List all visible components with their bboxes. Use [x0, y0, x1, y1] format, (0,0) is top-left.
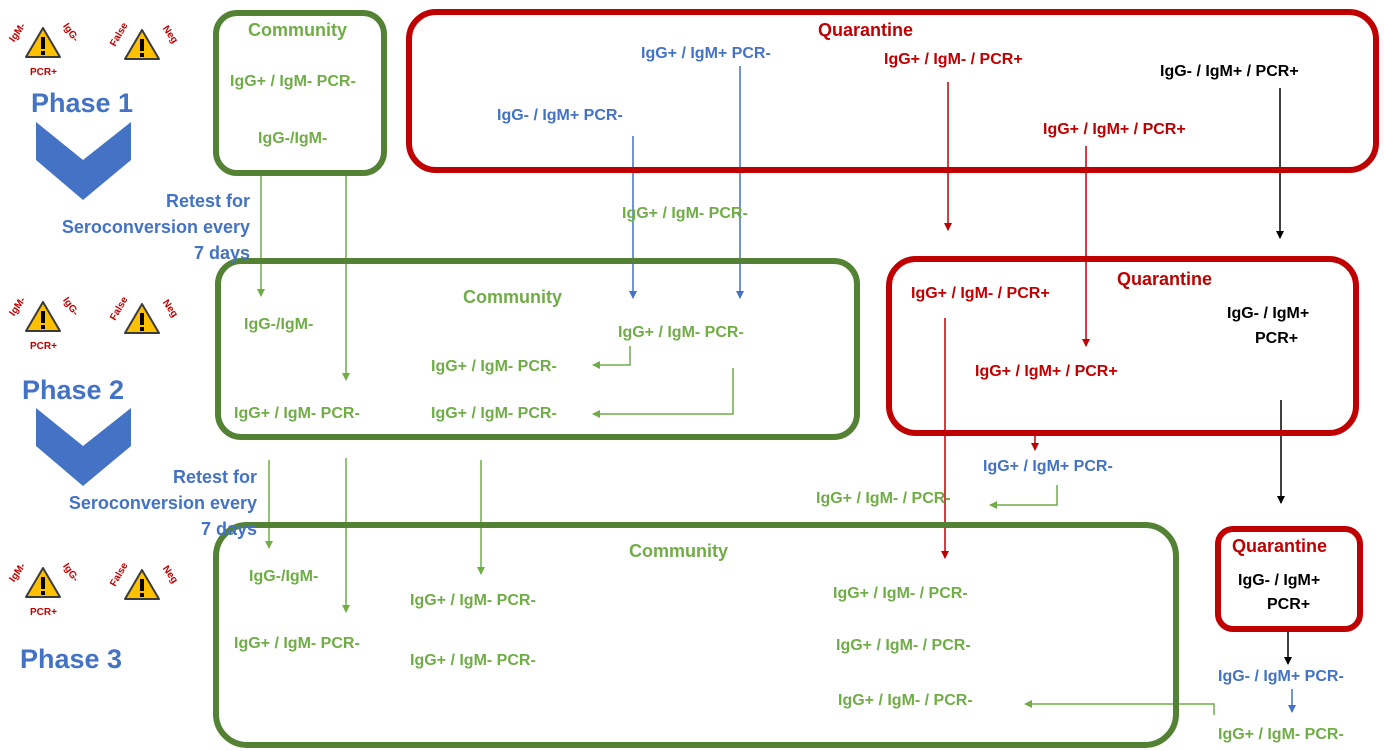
phase1-transition-label: IgG+ / IgM- PCR-	[622, 205, 748, 222]
pcr-pos-label: PCR+	[30, 607, 57, 618]
igg-neg-label: IgG-	[60, 295, 81, 319]
phase3-community-box	[213, 522, 1179, 748]
pcr-pos-label: PCR+	[30, 67, 57, 78]
phase3-quarantine-item: IgG- / IgM+	[1238, 572, 1321, 589]
warning-icon	[25, 301, 61, 332]
pcr-pos-label: PCR+	[30, 341, 57, 352]
retest-line: Retest for	[165, 191, 250, 211]
phase1-quarantine-box	[406, 9, 1379, 173]
phase3-quarantine-box	[1215, 526, 1363, 632]
arrow-p2-blue-return	[989, 485, 1058, 509]
phase3-community-item: IgG+ / IgM- PCR-	[234, 635, 360, 652]
neg-label: Neg	[159, 23, 180, 46]
phase3-quarantine-item: PCR+	[1267, 596, 1311, 613]
igg-neg-label: IgG-	[60, 21, 81, 45]
phase2-community-item: IgG-/IgM-	[244, 316, 314, 333]
phase2-quarantine-item: PCR+	[1255, 330, 1299, 347]
warning-icon	[124, 303, 160, 334]
retest-line: Seroconversion every	[68, 493, 257, 514]
phase3-community-title: Community	[629, 541, 728, 561]
phase1-community-item: IgG-/IgM-	[258, 130, 328, 147]
warning-group-phase3: IgM- IgG- PCR+ False Neg	[7, 560, 184, 622]
warning-icon	[124, 29, 160, 60]
arrow-p2-internal-short	[592, 346, 631, 369]
warning-icon	[124, 569, 160, 600]
phase2-community-box	[215, 258, 860, 440]
phase2-community-item: IgG+ / IgM- PCR-	[431, 405, 557, 422]
chevron-down-icon	[36, 408, 131, 486]
neg-label: Neg	[159, 563, 180, 586]
phase3-transition-blue: IgG- / IgM+ PCR-	[1218, 668, 1344, 685]
phase1-quarantine-item: IgG- / IgM+ / PCR+	[1160, 63, 1299, 80]
phase2-community-item: IgG+ / IgM- PCR-	[431, 358, 557, 375]
phase1-label: Phase 1	[31, 88, 134, 118]
retest-line: 7 days	[193, 243, 250, 264]
retest-note-1: Retest for Seroconversion every 7 days	[62, 188, 250, 266]
phase2-community-item: IgG+ / IgM- PCR-	[618, 324, 744, 341]
arrow-p3-return	[1024, 700, 1215, 715]
phase2-label: Phase 2	[22, 375, 125, 405]
retest-line: Retest for	[172, 467, 257, 487]
neg-label: Neg	[159, 297, 180, 320]
phase2-quarantine-item: IgG+ / IgM+ / PCR+	[975, 363, 1118, 380]
igg-neg-label: IgG-	[60, 561, 81, 585]
phase3-community-item: IgG+ / IgM- PCR-	[410, 592, 536, 609]
phase1-community-item: IgG+ / IgM- PCR-	[230, 73, 356, 90]
phase2-community-item: IgG+ / IgM- PCR-	[234, 405, 360, 422]
retest-note-2: Retest for Seroconversion every 7 days	[69, 464, 257, 542]
phase3-label: Phase 3	[20, 644, 123, 674]
phase2-transition-green: IgG+ / IgM- / PCR-	[816, 490, 951, 507]
warning-group-phase1: IgM- IgG- PCR+ False Neg	[7, 20, 184, 82]
phase3-community-item: IgG-/IgM-	[249, 568, 319, 585]
phase1-quarantine-item: IgG+ / IgM- / PCR+	[884, 51, 1023, 68]
phase1-quarantine-item: IgG- / IgM+ PCR-	[497, 107, 623, 124]
phase1-quarantine-item: IgG+ / IgM+ PCR-	[641, 45, 771, 62]
phase2-transition-blue: IgG+ / IgM+ PCR-	[983, 458, 1113, 475]
phase1-quarantine-title: Quarantine	[818, 20, 914, 40]
phase3-transition-green: IgG+ / IgM- PCR-	[1218, 726, 1344, 743]
phase2-quarantine-title: Quarantine	[1117, 269, 1213, 289]
phase3-community-item: IgG+ / IgM- / PCR-	[833, 585, 968, 602]
phase2-quarantine-box	[886, 256, 1359, 436]
phase1-community-box	[213, 10, 387, 176]
phase3-quarantine-title: Quarantine	[1232, 536, 1328, 556]
phase2-quarantine-item: IgG+ / IgM- / PCR+	[911, 285, 1050, 302]
phase1-community-title: Community	[248, 20, 347, 40]
phase2-quarantine-item: IgG- / IgM+	[1227, 305, 1310, 322]
arrow-p2-internal-long	[592, 368, 734, 418]
phase3-community-item: IgG+ / IgM- PCR-	[410, 652, 536, 669]
phase3-community-item: IgG+ / IgM- / PCR-	[838, 692, 973, 709]
chevron-down-icon	[36, 122, 131, 200]
warning-group-phase2: IgM- IgG- PCR+ False Neg	[7, 294, 184, 356]
warning-icon	[25, 27, 61, 58]
retest-line: Seroconversion every	[61, 217, 250, 238]
warning-icon	[25, 567, 61, 598]
retest-line: 7 days	[200, 519, 257, 540]
phase3-community-item: IgG+ / IgM- / PCR-	[836, 637, 971, 654]
phase2-community-title: Community	[463, 287, 562, 307]
phase1-quarantine-item: IgG+ / IgM+ / PCR+	[1043, 121, 1186, 138]
